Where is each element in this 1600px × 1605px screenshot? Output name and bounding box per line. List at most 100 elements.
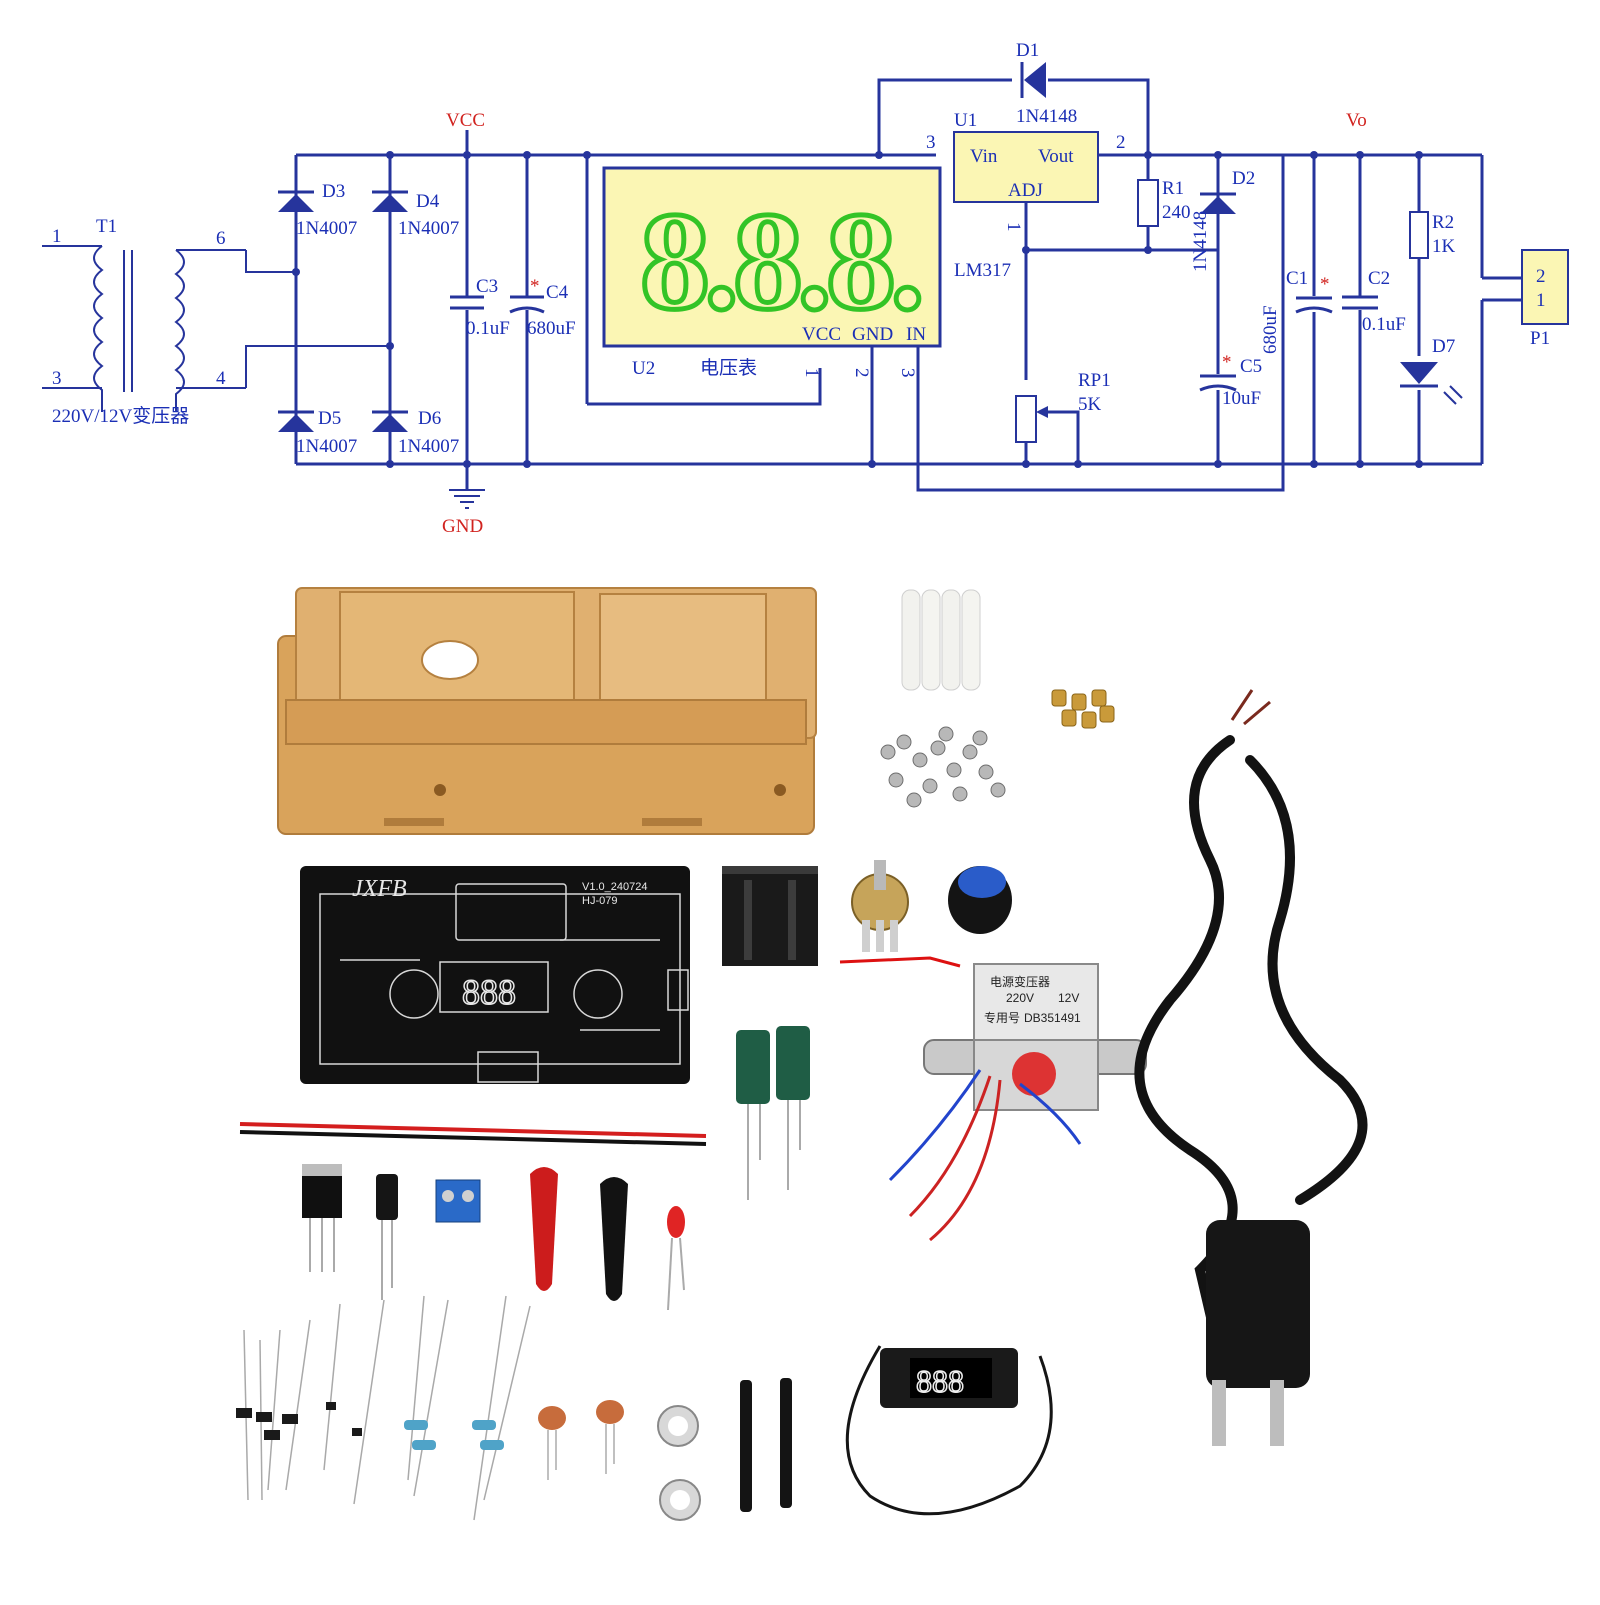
net-labels: VCC GND Vo: [442, 110, 1367, 537]
kit-components-photo: JXFB V1.0_240724 HJ-079 888: [236, 587, 1368, 1521]
ceramic-capacitors: [538, 1400, 624, 1480]
transformer-title: 电源变压器: [990, 974, 1050, 989]
svg-text:2: 2: [1536, 266, 1546, 287]
potentiometer: [851, 860, 909, 952]
hex-nuts: [657, 1405, 701, 1521]
svg-text:*: *: [1320, 274, 1330, 295]
svg-text:D2: D2: [1232, 168, 1255, 189]
resistor-r1: R1 240: [1137, 178, 1191, 227]
transformer-model-label: 专用号: [984, 1010, 1020, 1025]
svg-text:680uF: 680uF: [527, 318, 576, 339]
black-alligator-clip: [600, 1177, 628, 1301]
svg-text:0.1uF: 0.1uF: [466, 318, 510, 339]
diode-d6: D6 1N4007: [372, 408, 459, 457]
capacitor-c1: * C1 680uF: [1260, 268, 1333, 354]
electrolytic-capacitors: [736, 1026, 810, 1200]
led-d7: D7: [1398, 336, 1463, 405]
svg-text:VCC: VCC: [802, 324, 841, 345]
meter-digits: 8.8.8.: [640, 184, 919, 339]
svg-text:680uF: 680uF: [1260, 305, 1281, 354]
power-cord: [1134, 689, 1368, 1446]
svg-text:1K: 1K: [1432, 236, 1456, 257]
svg-text:5K: 5K: [1078, 394, 1102, 415]
heat-shrink-tubes: [740, 1378, 792, 1512]
svg-text:240: 240: [1162, 202, 1191, 223]
power-transformer: 电源变压器 220V 12V 专用号 DB351491: [839, 956, 1147, 1242]
svg-text:C1: C1: [1286, 268, 1308, 289]
voltmeter-u2: 8.8.8. VCC GND IN U2 电压表 1 2 3: [602, 166, 942, 379]
transformer-input: 220V: [1006, 991, 1034, 1005]
capacitor-c2: C2 0.1uF: [1342, 268, 1406, 335]
svg-text:LM317: LM317: [954, 260, 1011, 281]
svg-text:1N4148: 1N4148: [1016, 106, 1077, 127]
t1-caption: 220V/12V变压器: [52, 405, 189, 427]
potentiometer-knob: [948, 866, 1012, 934]
transformer-model: DB351491: [1024, 1011, 1081, 1025]
circuit-schematic: T1 1 3 6 4 220V/12V变压器: [42, 40, 1569, 537]
svg-text:C3: C3: [476, 276, 498, 297]
t1-pin6: 6: [216, 228, 226, 249]
lm317-regulator: [302, 1164, 342, 1272]
svg-text:10uF: 10uF: [1222, 388, 1261, 409]
svg-text:D3: D3: [322, 181, 345, 202]
svg-text:C4: C4: [546, 282, 569, 303]
svg-text:D5: D5: [318, 408, 341, 429]
svg-text:D4: D4: [416, 191, 440, 212]
screws-pile: [880, 726, 1006, 808]
screw-terminal: [435, 1179, 481, 1223]
svg-text:U2: U2: [632, 358, 655, 379]
t1-pin3: 3: [52, 368, 62, 389]
svg-text:R1: R1: [1162, 178, 1184, 199]
svg-text:2: 2: [1116, 132, 1126, 153]
net-gnd-label: GND: [442, 516, 483, 537]
red-led: [667, 1206, 685, 1311]
svg-text:1N4007: 1N4007: [296, 218, 357, 239]
module-digits: 888: [916, 1363, 964, 1399]
t1-pin1: 1: [52, 226, 62, 247]
pcb-model: HJ-079: [582, 895, 617, 907]
svg-text:D7: D7: [1432, 336, 1455, 357]
red-black-wire: [239, 1122, 707, 1146]
diode-d1: D1 1N4148: [1012, 40, 1077, 127]
svg-text:3: 3: [897, 368, 918, 378]
resistor-bodies: [404, 1420, 504, 1450]
svg-text:Vin: Vin: [970, 146, 998, 167]
svg-text:*: *: [1222, 352, 1232, 373]
svg-text:ADJ: ADJ: [1008, 180, 1043, 201]
diodes-and-resistors: [243, 1295, 531, 1521]
brass-spacers: [1051, 689, 1115, 729]
svg-text:D6: D6: [418, 408, 441, 429]
diode-d3: D3 1N4007: [278, 181, 357, 239]
svg-text:1N4007: 1N4007: [296, 436, 357, 457]
nylon-standoffs: [901, 589, 981, 691]
svg-text:R2: R2: [1432, 212, 1454, 233]
acrylic-case: [277, 587, 817, 835]
svg-text:Vout: Vout: [1038, 146, 1074, 167]
pcb-logo: JXFB: [352, 876, 407, 902]
svg-text:GND: GND: [852, 324, 893, 345]
red-alligator-clip: [530, 1167, 558, 1291]
svg-text:*: *: [530, 276, 540, 297]
svg-text:3: 3: [926, 132, 936, 153]
t1-ref: T1: [96, 216, 117, 237]
svg-text:RP1: RP1: [1078, 370, 1111, 391]
svg-text:0.1uF: 0.1uF: [1362, 314, 1406, 335]
net-vcc-label: VCC: [446, 110, 485, 131]
ground-symbol: [449, 489, 485, 509]
svg-text:1: 1: [1536, 290, 1546, 311]
regulator-u1: Vin Vout ADJ U1 3 2 1 LM317: [926, 110, 1126, 281]
pcb-board: JXFB V1.0_240724 HJ-079 888: [300, 866, 690, 1084]
capacitor-c3: C3 0.1uF: [450, 276, 510, 339]
transformer-output: 12V: [1058, 991, 1079, 1005]
diode-d4: D4 1N4007: [372, 190, 459, 239]
svg-text:1N4148: 1N4148: [1190, 211, 1211, 272]
svg-text:1N4007: 1N4007: [398, 218, 459, 239]
pcb-display-digits: 888: [462, 972, 516, 1012]
t1-pin4: 4: [216, 368, 226, 389]
svg-text:1: 1: [1003, 222, 1024, 232]
potentiometer-rp1: RP1 5K: [1015, 370, 1111, 443]
diode-bodies: [236, 1402, 362, 1440]
resistor-r2: R2 1K: [1409, 211, 1456, 259]
